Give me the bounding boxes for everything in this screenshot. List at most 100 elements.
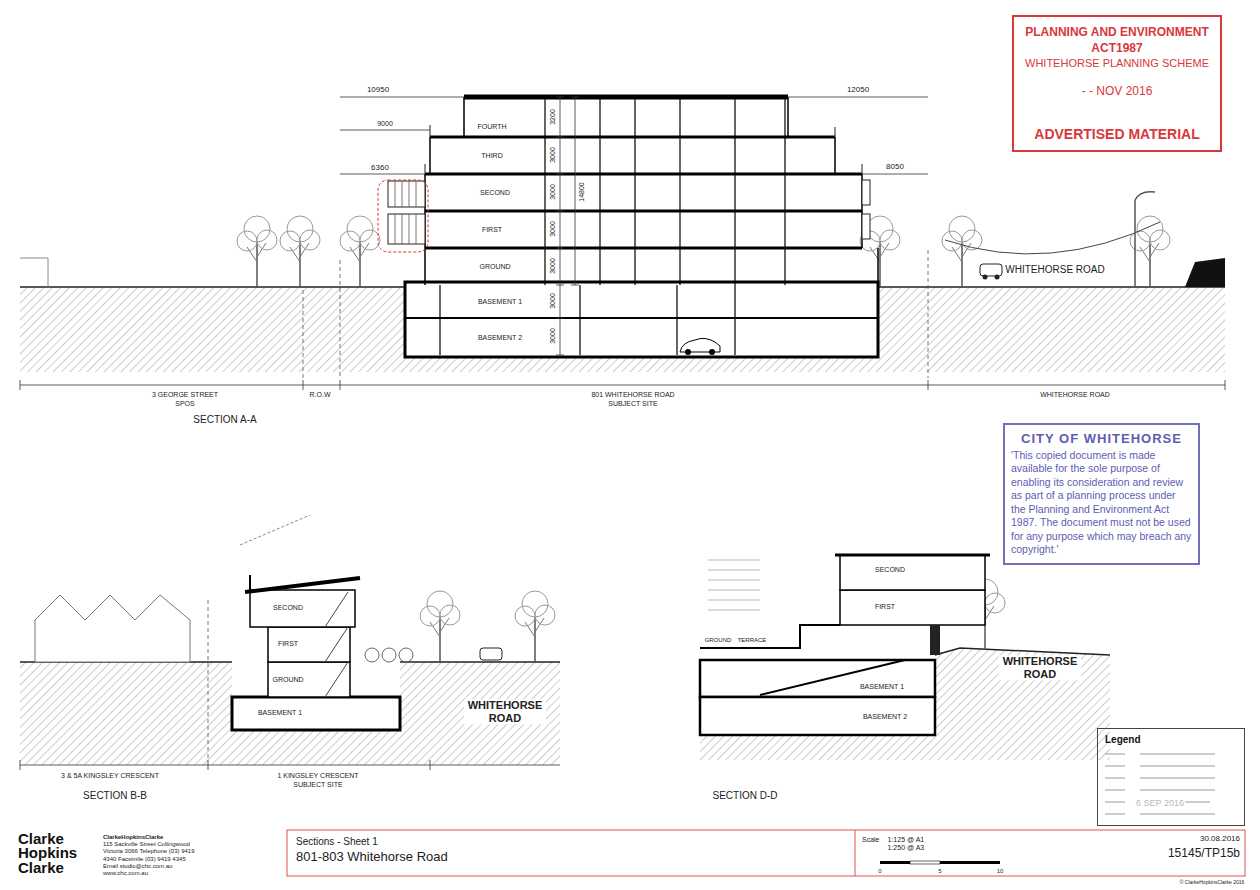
floor-label: FOURTH bbox=[476, 123, 507, 131]
dimension-label: 9000 bbox=[376, 120, 394, 128]
node-text: ClarkeHopkinsClarke bbox=[103, 834, 199, 841]
street-label: WHITEHORSE ROAD bbox=[464, 699, 546, 724]
dimension-label: 8050 bbox=[885, 162, 905, 171]
section-b-dimensions bbox=[20, 600, 560, 770]
dimension-label: 3000 bbox=[549, 327, 557, 345]
node-text: Sections - Sheet 1 bbox=[296, 836, 588, 847]
dimension-label: 3000 bbox=[549, 183, 557, 201]
node-text: ADVERTISED MATERIAL bbox=[1022, 126, 1212, 142]
section-d-ground bbox=[700, 648, 1110, 760]
section-b-ground bbox=[20, 662, 560, 765]
floor-label: TERRACE bbox=[737, 637, 768, 644]
section-d-building bbox=[840, 555, 985, 590]
section-a-building bbox=[440, 285, 735, 355]
section-b-dimensions bbox=[20, 760, 560, 770]
dimension-label: 3000 bbox=[549, 146, 557, 164]
section-a-building bbox=[395, 181, 416, 244]
section-b-ground bbox=[480, 648, 502, 660]
legend-rows bbox=[1105, 754, 1215, 814]
street-label: SUBJECT SITE bbox=[607, 400, 658, 408]
section-a-trees bbox=[942, 216, 982, 287]
node-text: 801-803 Whitehorse Road bbox=[296, 849, 588, 864]
floor-label: THIRD bbox=[480, 152, 503, 160]
floor-label: GROUND bbox=[271, 676, 304, 684]
node-text: Legend bbox=[1105, 734, 1237, 745]
section-b-building bbox=[250, 590, 355, 627]
section-a-trees bbox=[237, 216, 277, 287]
section-title: SECTION D-D bbox=[712, 790, 779, 802]
node-text: 'This copied document is made available … bbox=[1011, 449, 1192, 557]
title-block-frame bbox=[855, 830, 856, 876]
section-b-building bbox=[245, 578, 360, 592]
section-b-building bbox=[268, 662, 350, 697]
section-a-building bbox=[862, 214, 870, 239]
street-label: SUBJECT SITE bbox=[292, 781, 343, 789]
section-a-dimensions bbox=[20, 380, 1225, 390]
street-label: 3 & 5A KINGSLEY CRESCENT bbox=[60, 772, 160, 780]
section-a-trees bbox=[340, 216, 380, 287]
section-b-building bbox=[249, 575, 251, 590]
section-b-building bbox=[232, 697, 400, 730]
section-a-dimensions bbox=[556, 97, 564, 355]
node-text: 1:125 @ A1 1:250 @ A3 bbox=[888, 836, 940, 853]
dimension-label: 3200 bbox=[549, 108, 557, 126]
section-a-building bbox=[425, 97, 878, 285]
legend-rows bbox=[1105, 754, 1215, 814]
section-b-dimensions bbox=[208, 600, 209, 758]
section-d-building bbox=[700, 697, 935, 735]
dimension-label: 3000 bbox=[549, 220, 557, 238]
title-block-frame bbox=[287, 830, 1245, 876]
section-b-ground bbox=[399, 648, 413, 662]
dimension-label: 14800 bbox=[578, 181, 586, 202]
section-b-ground bbox=[20, 591, 560, 765]
floor-label: FIRST bbox=[874, 603, 896, 611]
section-b-building bbox=[240, 515, 310, 545]
street-label: WHITEHORSE ROAD bbox=[1004, 264, 1105, 276]
scale-bar bbox=[880, 861, 910, 864]
section-a-trees bbox=[1135, 192, 1155, 287]
street-label: 1 KINGSLEY CRESCENT bbox=[276, 772, 359, 780]
section-title: SECTION A-A bbox=[192, 414, 257, 426]
node-text: 30.08.2016 bbox=[1130, 834, 1240, 843]
street-label: 801 WHITEHORSE ROAD bbox=[590, 391, 675, 399]
node-text: 115 Sackville Street Collingwood Victori… bbox=[103, 841, 199, 877]
section-a-building bbox=[378, 97, 878, 357]
section-d-building bbox=[700, 555, 990, 735]
section-b-ground bbox=[365, 648, 379, 662]
floor-label: FIRST bbox=[481, 226, 503, 234]
node-text: 15145/TP15b bbox=[1130, 846, 1240, 860]
floor-label: BASEMENT 1 bbox=[859, 683, 905, 691]
section-a-building bbox=[709, 349, 715, 355]
section-a-building bbox=[425, 125, 862, 174]
drawing-number: 30.08.2016 15145/TP15b bbox=[1130, 834, 1240, 860]
section-a-building bbox=[378, 180, 428, 252]
dimension-label: 6360 bbox=[370, 163, 390, 172]
section-b-building bbox=[268, 627, 350, 662]
floor-label: BASEMENT 2 bbox=[477, 334, 523, 342]
section-title: SECTION B-B bbox=[82, 790, 148, 802]
street-label: 3 GEORGE STREET bbox=[151, 391, 219, 399]
section-d-building bbox=[700, 625, 840, 648]
stamp-date: 6 SEP 2016 bbox=[1135, 798, 1185, 808]
section-d-ground bbox=[935, 648, 1110, 655]
section-a-building bbox=[388, 181, 425, 207]
section-b-ground bbox=[35, 595, 190, 662]
section-b-building bbox=[232, 515, 400, 730]
drawing-title: Sections - Sheet 1 801-803 Whitehorse Roa… bbox=[292, 834, 592, 866]
scale-note: Scale 1:125 @ A1 1:250 @ A3 bbox=[862, 836, 1002, 853]
copyright-note: © ClarkeHopkinsClarke 2016 bbox=[1179, 880, 1246, 886]
section-d-building bbox=[930, 625, 940, 655]
floor-label: BASEMENT 1 bbox=[477, 298, 523, 306]
scale-bar bbox=[910, 861, 940, 864]
floor-label: SECOND bbox=[479, 189, 511, 197]
section-a-trees bbox=[983, 275, 988, 280]
node-text: Scale bbox=[862, 836, 880, 843]
floor-label: SECOND bbox=[272, 604, 304, 612]
dimension-label: 12050 bbox=[846, 85, 870, 94]
section-b-building bbox=[325, 592, 348, 697]
section-a-trees bbox=[237, 192, 1170, 287]
street-label: SPOS bbox=[174, 400, 195, 408]
practice-logo: Clarke Hopkins Clarke bbox=[18, 832, 94, 875]
section-d-building bbox=[708, 560, 760, 610]
section-a-trees bbox=[280, 216, 320, 287]
